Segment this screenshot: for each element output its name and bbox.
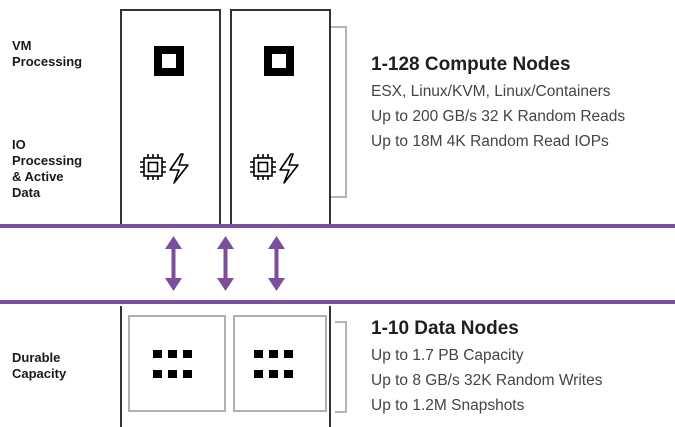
lightning-icon xyxy=(169,153,189,184)
compute-detail: ESX, Linux/KVM, Linux/Containers xyxy=(371,83,611,100)
data-node-2 xyxy=(233,315,327,412)
compute-network-line xyxy=(0,224,675,228)
cpu-chip-icon xyxy=(250,154,276,180)
lightning-icon xyxy=(279,153,299,184)
data-detail: Up to 8 GB/s 32K Random Writes xyxy=(371,372,603,389)
data-node-1 xyxy=(128,315,226,412)
cpu-chip-icon xyxy=(140,154,166,180)
compute-detail: Up to 18M 4K Random Read IOPs xyxy=(371,133,609,150)
compute-bracket xyxy=(330,26,347,198)
compute-detail: Up to 200 GB/s 32 K Random Reads xyxy=(371,108,626,125)
double-arrow-icon xyxy=(217,236,234,291)
vm-processing-label: VM Processing xyxy=(12,38,83,69)
vm-square-icon xyxy=(154,46,184,76)
data-detail: Up to 1.2M Snapshots xyxy=(371,397,525,414)
drive-grid-icon xyxy=(254,350,293,378)
compute-node-2 xyxy=(230,9,331,227)
data-bracket xyxy=(335,321,347,413)
drive-grid-icon xyxy=(153,350,192,378)
double-arrow-icon xyxy=(165,236,182,291)
storage-network-line xyxy=(0,300,675,304)
data-node-frame xyxy=(120,306,331,427)
compute-node-1 xyxy=(120,9,221,227)
durable-capacity-label: Durable Capacity xyxy=(12,350,67,381)
io-processing-label: IO Processing & Active Data xyxy=(12,137,83,200)
compute-heading: 1-128 Compute Nodes xyxy=(371,54,571,75)
data-heading: 1-10 Data Nodes xyxy=(371,318,519,339)
data-detail: Up to 1.7 PB Capacity xyxy=(371,347,524,364)
double-arrow-icon xyxy=(268,236,285,291)
vm-square-icon xyxy=(264,46,294,76)
